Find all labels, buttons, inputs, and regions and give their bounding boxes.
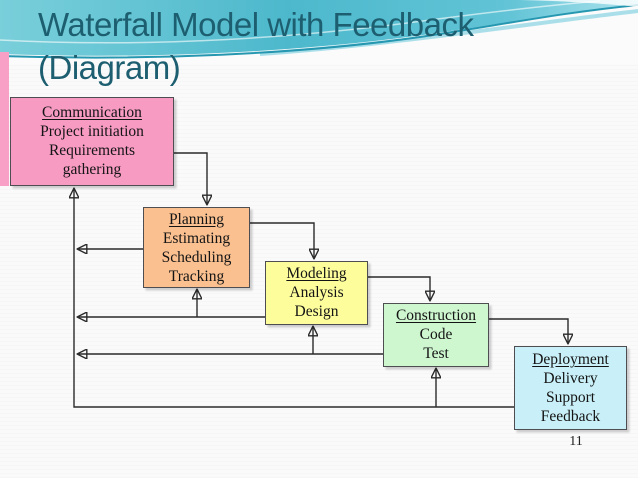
planning-box: Planning Estimating Scheduling Tracking <box>143 207 250 288</box>
deployment-box-line: Delivery <box>543 370 598 387</box>
communication-box-line: gathering <box>62 161 122 178</box>
modeling-box: Modeling Analysis Design <box>265 261 368 325</box>
construction-box-header: Construction <box>395 307 477 324</box>
deployment-box-line: Support <box>545 389 596 406</box>
planning-box-header: Planning <box>168 211 225 228</box>
planning-box-line: Scheduling <box>161 249 232 266</box>
banner-corner-highlight <box>520 0 638 7</box>
banner-wave-graphic <box>0 0 638 64</box>
slide-title-line2: (Diagram) <box>38 48 181 86</box>
arrow-planning-to-modeling <box>250 222 314 258</box>
construction-box-line: Test <box>423 345 449 362</box>
planning-box-line: Estimating <box>162 230 231 247</box>
page-number: 11 <box>569 434 583 449</box>
deployment-box: Deployment Delivery Support Feedback <box>514 346 627 430</box>
deployment-box-line: Feedback <box>540 408 601 425</box>
banner-white-line <box>0 0 601 44</box>
arrow-communication-to-planning <box>174 152 207 204</box>
arrow-construction-to-deployment <box>489 318 568 343</box>
communication-box-line: Requirements <box>48 142 136 159</box>
communication-box-header: Communication <box>42 104 142 121</box>
modeling-box-line: Design <box>294 303 339 320</box>
planning-box-line: Tracking <box>168 268 225 285</box>
slide-title-line1: Waterfall Model with Feedback <box>38 6 474 43</box>
construction-box: Construction Code Test <box>383 303 489 367</box>
banner-white-wave <box>0 4 638 64</box>
left-pink-stripe <box>0 52 9 186</box>
deployment-box-header: Deployment <box>532 351 609 368</box>
communication-box-line: Project initiation <box>40 123 144 140</box>
modeling-box-header: Modeling <box>286 265 347 282</box>
construction-box-line: Code <box>419 326 453 343</box>
communication-box: Communication Project initiation Require… <box>10 97 174 186</box>
banner-teal-curve <box>0 4 638 59</box>
arrow-modeling-to-construction <box>368 276 430 300</box>
slide-title: Waterfall Model with Feedback (Diagram) <box>38 4 608 90</box>
modeling-box-line: Analysis <box>289 284 344 301</box>
